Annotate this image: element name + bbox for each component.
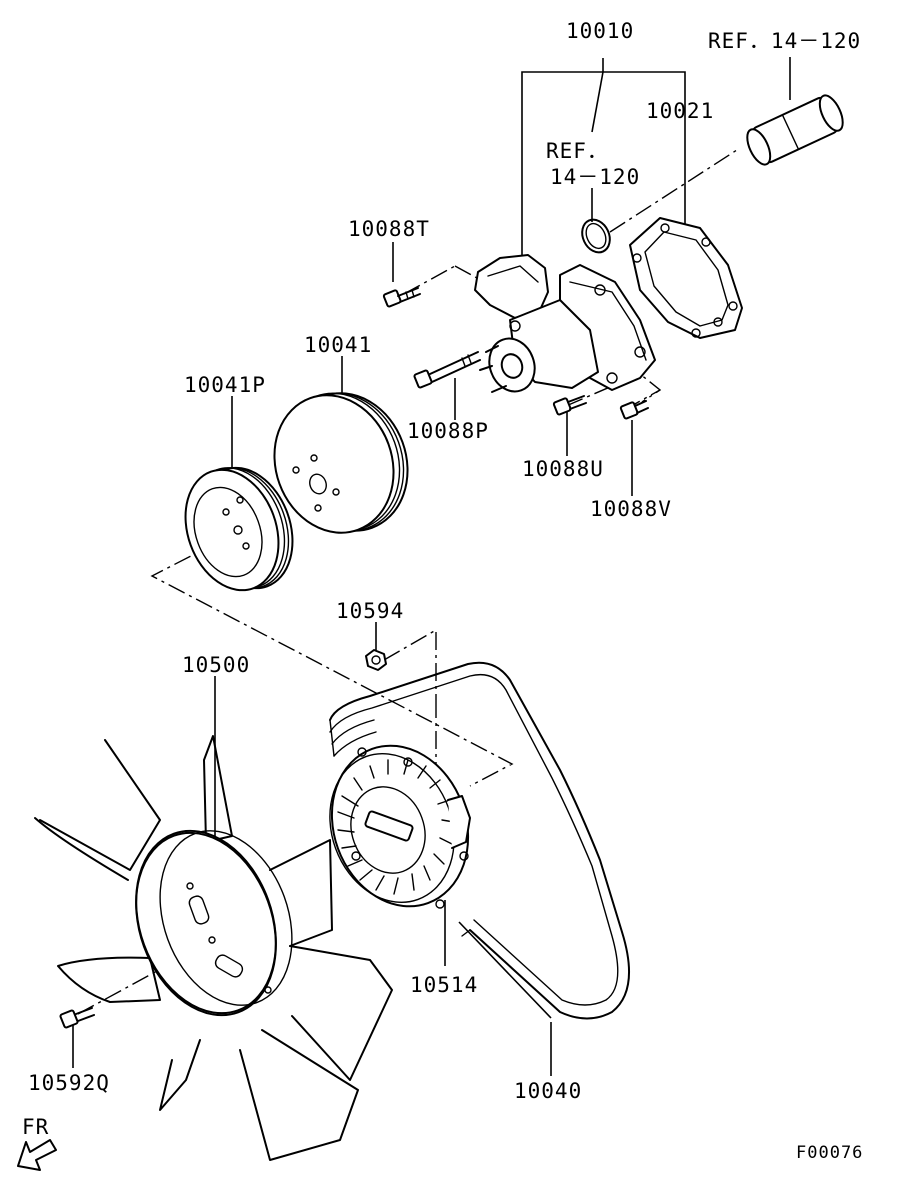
drive-belt bbox=[329, 661, 631, 1020]
pulley-small bbox=[184, 466, 294, 592]
figure-code: F00076 bbox=[796, 1143, 863, 1163]
front-arrow-icon bbox=[17, 1139, 57, 1171]
label-ref-oring-2: 14－120 bbox=[550, 165, 640, 189]
label-10040: 10040 bbox=[514, 1079, 582, 1103]
pulley-large bbox=[273, 392, 409, 534]
label-10088v: 10088V bbox=[590, 497, 672, 521]
label-10594: 10594 bbox=[336, 599, 404, 623]
hose-part bbox=[746, 94, 844, 166]
cooling-fan bbox=[34, 735, 393, 1161]
bolt-10088p bbox=[413, 351, 481, 389]
label-10041: 10041 bbox=[304, 333, 372, 357]
bolt-10088v bbox=[619, 400, 649, 420]
label-10088u: 10088U bbox=[522, 457, 604, 481]
label-10592q: 10592Q bbox=[28, 1071, 110, 1095]
label-10500: 10500 bbox=[182, 653, 250, 677]
label-10041p: 10041P bbox=[184, 373, 266, 397]
label-10514: 10514 bbox=[410, 973, 478, 997]
fan-clutch bbox=[329, 744, 471, 909]
bolt-10592q bbox=[59, 1007, 95, 1029]
label-10088t: 10088T bbox=[348, 217, 430, 241]
bolt-10088u bbox=[552, 395, 587, 416]
part-labels: 10010 REF．14－120 10021 REF． 14－120 10088… bbox=[22, 19, 863, 1163]
label-ref-oring-1: REF． bbox=[546, 139, 609, 163]
label-fr: FR bbox=[22, 1115, 49, 1139]
nut-10594 bbox=[365, 649, 387, 671]
o-ring bbox=[581, 218, 611, 254]
label-10088p: 10088P bbox=[407, 419, 489, 443]
bolt-10088t bbox=[382, 287, 421, 308]
label-10010: 10010 bbox=[566, 19, 634, 43]
gasket bbox=[629, 217, 743, 339]
label-ref-hose: REF．14－120 bbox=[708, 29, 861, 53]
water-pump bbox=[474, 254, 656, 393]
leader-lines bbox=[72, 57, 791, 1076]
label-10021: 10021 bbox=[646, 99, 714, 123]
